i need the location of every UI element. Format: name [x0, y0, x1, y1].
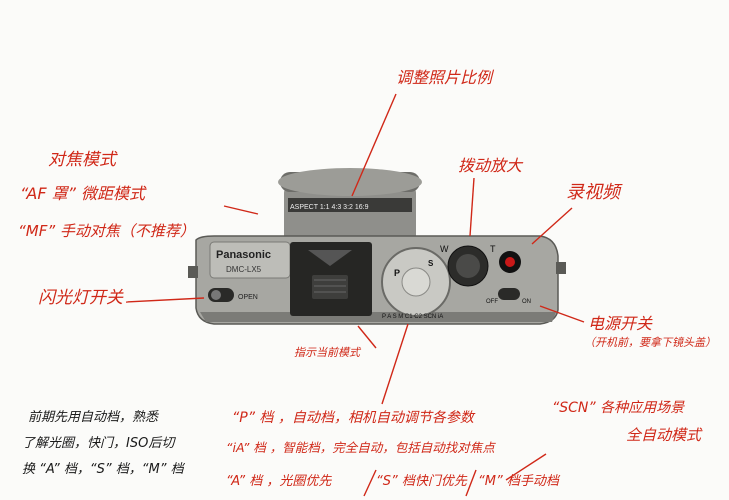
annotation-video: 录视频 [566, 182, 620, 203]
record-button[interactable] [499, 251, 521, 273]
brand-panel: Panasonic DMC-LX5 [209, 241, 291, 279]
annotation-mode-a: “A” 档 ，光圈优先 [226, 474, 332, 489]
flash-open-label: OPEN [238, 294, 258, 301]
annotation-lines [125, 93, 585, 497]
annotation-focus-af: “AF 罩” 微距模式 [20, 184, 146, 203]
annotation-mode-ia: “iA” 档 ，智能档，完全自动，包括自动找对焦点 [226, 440, 495, 455]
annotation-zoom-lever: 拨动放大 [458, 156, 523, 175]
mode-dial[interactable]: P A S M C1 C2 SCN iA P S [381, 247, 451, 320]
annotation-focus-mf: “MF” 手动对焦（不推荐） [18, 222, 195, 240]
tips-line-2: 了解光圈，快门，ISO后切 [22, 436, 175, 451]
brand-label: Panasonic [216, 249, 271, 261]
annotation-scn-line-2: 全自动模式 [626, 426, 702, 444]
zoom-lever[interactable]: W T [440, 244, 496, 287]
power-on-label: ON [522, 299, 531, 305]
annotation-flash-switch: 闪光灯开关 [38, 288, 123, 308]
mode-dial-labels: P A S M C1 C2 SCN iA [382, 314, 443, 320]
annotation-aspect-ratio: 调整照片比例 [396, 68, 493, 87]
annotation-mode-m: “M” 档手动档 [478, 474, 559, 489]
strap-lug-right [556, 262, 566, 274]
annotation-mode-s: “S” 档快门优先 [376, 474, 467, 489]
zoom-w-label: W [440, 244, 449, 254]
annotation-mode-p: “P” 档 ，自动档，相机自动调节各参数 [232, 410, 474, 426]
zoom-t-label: T [490, 244, 496, 254]
tips-line-1: 前期先用自动档，熟悉 [28, 410, 159, 425]
flash-switch[interactable]: OPEN [208, 288, 258, 302]
tips-line-3: 换 “A” 档，“S” 档，“M” 档 [22, 462, 184, 477]
lens-barrel: ASPECT 1:1 4:3 3:2 16:9 [278, 168, 422, 245]
annotation-power-note: （开机前，要拿下镜头盖） [584, 336, 716, 349]
dial-s-mark: S [428, 259, 434, 268]
aspect-ring-label: ASPECT 1:1 4:3 3:2 16:9 [290, 204, 369, 211]
annotation-mode-indicator: 指示当前模式 [294, 346, 360, 359]
power-off-label: OFF [486, 299, 498, 305]
annotation-power-switch: 电源开关 [588, 314, 653, 333]
power-switch[interactable]: OFF ON [486, 288, 531, 305]
dial-p-mark: P [394, 268, 400, 278]
model-label: DMC-LX5 [226, 265, 262, 274]
annotation-scn-line-1: “SCN” 各种应用场景 [552, 400, 685, 416]
hot-shoe [290, 242, 372, 316]
strap-lug-left [188, 266, 198, 278]
annotation-focus-mode-title: 对焦模式 [48, 150, 116, 170]
